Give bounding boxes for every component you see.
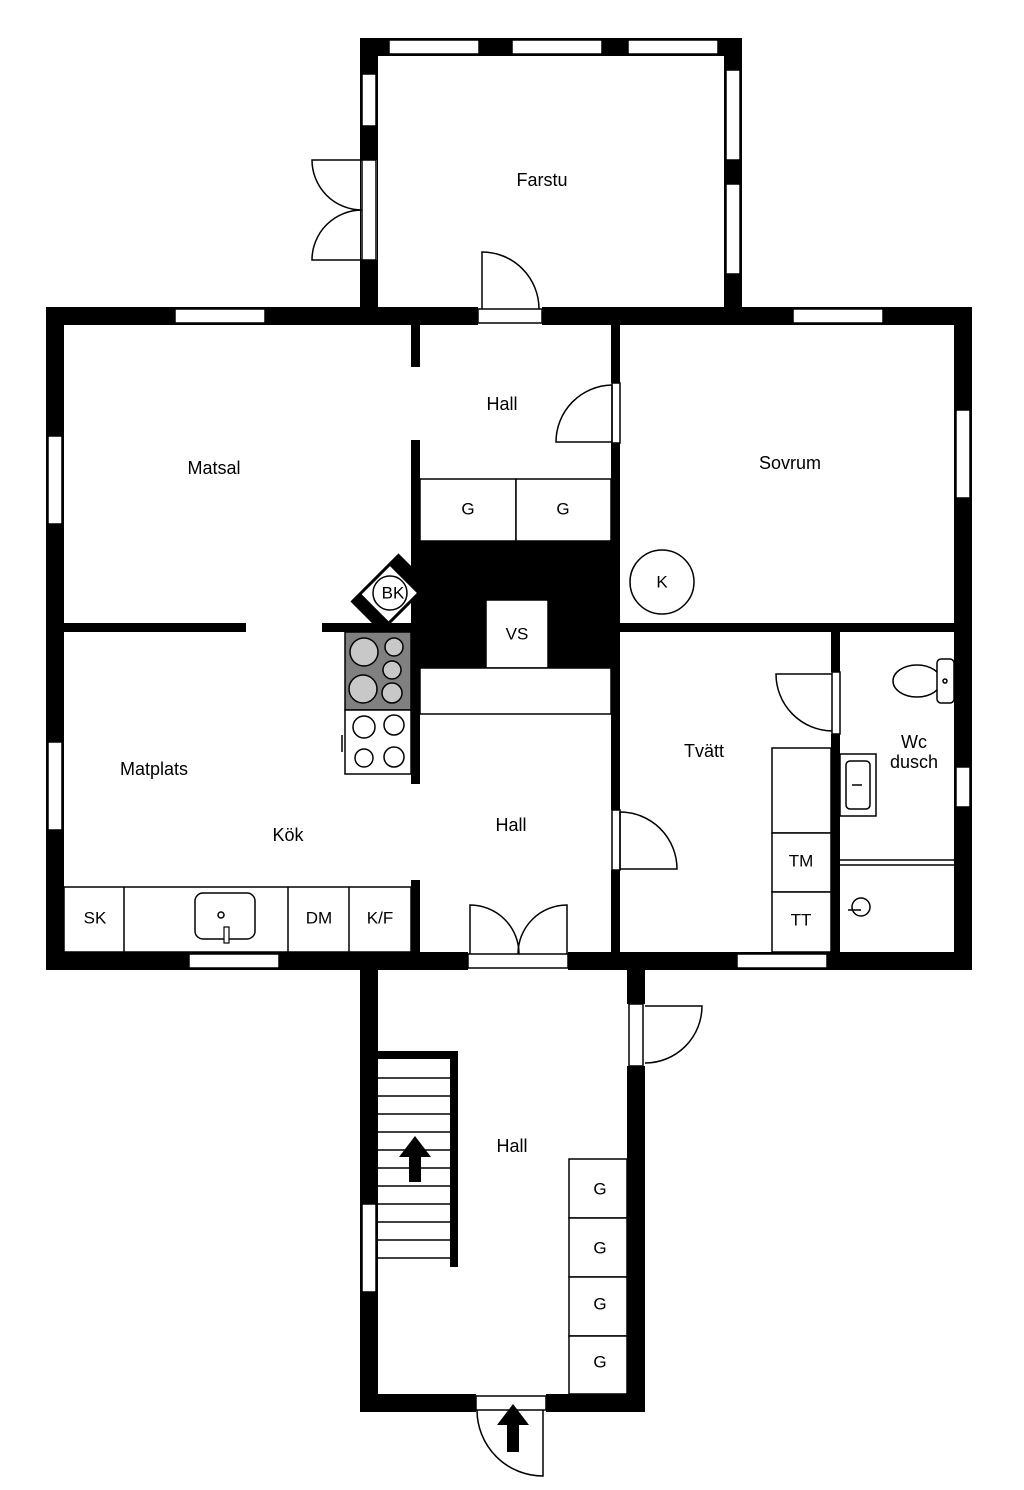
door-swing-icon — [481, 251, 540, 310]
stove-icon — [341, 631, 412, 775]
room-label-kok: Kök — [272, 825, 304, 845]
window-icon — [725, 69, 741, 161]
arrow-up-icon — [399, 1136, 431, 1182]
door-swing-icon — [644, 1005, 703, 1064]
room-label-hall-bottom: Hall — [496, 1136, 527, 1156]
window-icon — [955, 409, 971, 499]
wardrobe — [419, 478, 517, 542]
door-swing-icon — [469, 904, 520, 955]
dryer-label: TT — [791, 910, 812, 929]
water-heater-label: VS — [506, 624, 529, 643]
boiler-label: K — [656, 572, 668, 591]
fireplace-label: BK — [382, 583, 405, 602]
door-swing-icon — [311, 209, 363, 261]
window-icon — [47, 435, 63, 525]
fixtures: G G BK VS K — [63, 478, 955, 1395]
wardrobe — [515, 478, 612, 542]
wardrobe-label: G — [593, 1238, 606, 1257]
wardrobe-label: G — [593, 1179, 606, 1198]
wardrobe-label: G — [556, 499, 569, 518]
room-label-hall-top: Hall — [486, 394, 517, 414]
window-icon — [955, 766, 971, 808]
sink-icon — [194, 892, 256, 944]
door-swing-icon — [476, 1409, 544, 1477]
window-icon — [174, 308, 266, 324]
door-swing-icon — [619, 811, 678, 870]
wc-sink-icon — [839, 753, 877, 817]
hall-bench — [419, 667, 612, 715]
fireplace — [350, 553, 430, 633]
room-label-tvatt: Tvätt — [684, 741, 724, 761]
laundry-counter — [771, 747, 832, 834]
room-label-farstu: Farstu — [516, 170, 567, 190]
window-icon — [511, 39, 603, 55]
toilet-icon — [892, 658, 955, 704]
room-label-dusch: dusch — [890, 752, 938, 772]
room-label-matsal: Matsal — [187, 458, 240, 478]
shower-drain-icon — [848, 897, 871, 917]
wardrobe-label: G — [461, 499, 474, 518]
room-label-hall-mid: Hall — [495, 815, 526, 835]
washer — [771, 832, 832, 893]
wardrobe-label: G — [593, 1294, 606, 1313]
window-icon — [361, 1203, 377, 1293]
stairs-icon — [378, 1051, 458, 1267]
dishwasher-label: DM — [306, 908, 332, 927]
fridge-freezer-label: K/F — [367, 908, 393, 927]
wardrobe — [568, 1335, 628, 1395]
room-labels: Farstu Hall Matsal Sovrum Matplats Kök H… — [120, 170, 938, 1156]
sink-cabinet-label: SK — [84, 908, 107, 927]
window-icon — [792, 308, 884, 324]
window-icon — [736, 953, 828, 969]
wardrobe-label: G — [593, 1352, 606, 1371]
window-icon — [47, 741, 63, 831]
door-swing-icon — [555, 384, 613, 443]
door-swing-icon — [517, 904, 568, 955]
door-swing-icon — [311, 159, 363, 211]
room-label-wc: Wc — [901, 732, 927, 752]
washer-label: TM — [789, 851, 814, 870]
room-label-matplats: Matplats — [120, 759, 188, 779]
boiler — [629, 549, 695, 615]
window-icon — [627, 39, 719, 55]
arrow-up-icon — [497, 1404, 529, 1452]
water-heater — [485, 599, 549, 669]
doors — [311, 159, 841, 1477]
window-icon — [188, 953, 280, 969]
window-icon — [725, 183, 741, 275]
window-icon — [388, 39, 480, 55]
room-label-sovrum: Sovrum — [759, 453, 821, 473]
dryer — [771, 891, 832, 953]
windows — [47, 39, 971, 1293]
window-icon — [361, 73, 377, 127]
door-swing-icon — [775, 673, 833, 732]
